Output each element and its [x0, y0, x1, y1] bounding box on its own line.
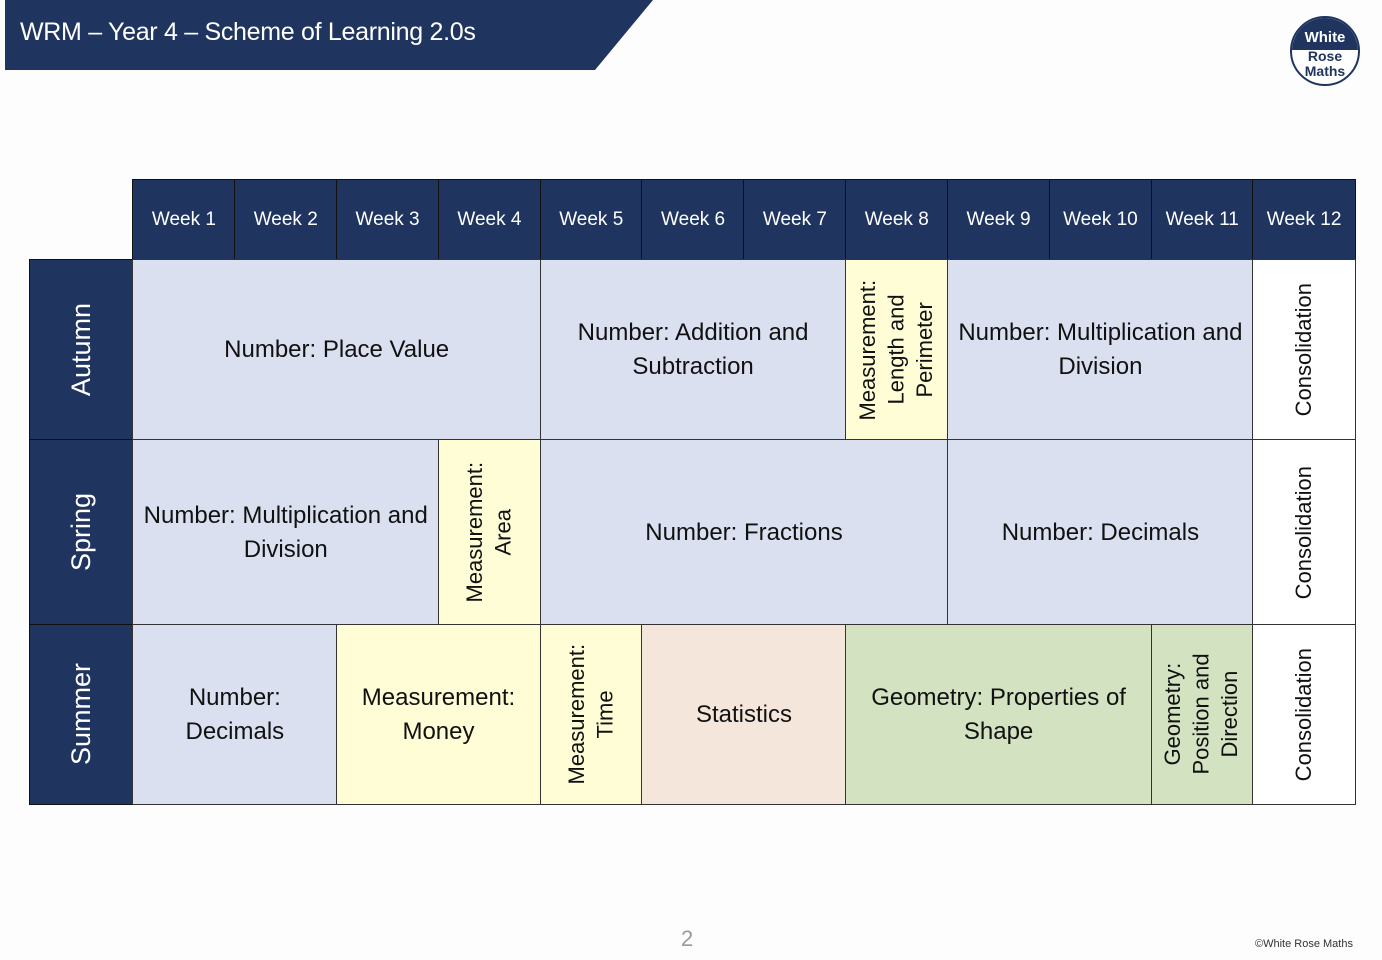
week-header-label: Week 4: [457, 208, 522, 230]
block-number-label: Number: Addition and Subtraction: [577, 319, 809, 380]
block-consolidation: Consolidation: [1252, 624, 1356, 805]
week-header-label: Week 7: [762, 208, 827, 230]
block-measurement: Measurement: Money: [335, 624, 542, 805]
page-title: WRM – Year 4 – Scheme of Learning 2.0s: [20, 18, 476, 46]
block-measurement-label: Measurement: Area: [461, 462, 516, 603]
block-consolidation: Consolidation: [1252, 439, 1356, 626]
block-number-label: Number: Decimals: [185, 683, 285, 745]
week-header-label: Week 8: [864, 208, 929, 230]
week-header-label: Week 3: [355, 208, 420, 230]
block-consolidation-label: Consolidation: [1290, 647, 1316, 782]
week-header: Week 10: [1048, 179, 1153, 261]
block-number: Number: Decimals: [946, 439, 1254, 626]
copyright: ©White Rose Maths: [1255, 938, 1353, 950]
block-number: Number: Decimals: [132, 624, 338, 805]
term-label-autumn: Autumn: [29, 259, 134, 441]
week-header: Week 2: [234, 179, 338, 261]
block-geometry: Geometry: Position and Direction: [1150, 624, 1254, 805]
block-geometry: Geometry: Properties of Shape: [845, 624, 1153, 805]
block-geometry-label: Geometry: Properties of Shape: [871, 683, 1126, 745]
week-header-label: Week 1: [151, 208, 216, 230]
week-header: Week 7: [743, 179, 847, 261]
block-number: Number: Multiplication and Division: [946, 259, 1254, 441]
block-consolidation-label: Consolidation: [1290, 465, 1316, 600]
block-measurement-label: Measurement: Length and Perimeter: [854, 279, 938, 421]
week-header: Week 4: [437, 179, 542, 261]
block-number: Number: Multiplication and Division: [132, 439, 440, 626]
corner-blank: [29, 179, 134, 261]
week-header-label: Week 9: [966, 208, 1031, 230]
week-header: Week 12: [1252, 179, 1356, 261]
week-header-label: Week 10: [1063, 208, 1138, 230]
week-header-label: Week 11: [1165, 208, 1239, 230]
term-label-summer: Summer: [29, 624, 134, 805]
block-measurement: Measurement: Length and Perimeter: [845, 259, 949, 441]
block-number: Number: Place Value: [132, 259, 542, 441]
block-measurement: Measurement: Time: [539, 624, 643, 805]
block-statistics: Statistics: [641, 624, 847, 805]
block-statistics-label: Statistics: [695, 700, 792, 728]
term-label-autumn-label: Autumn: [65, 303, 96, 397]
block-measurement-label: Measurement: Money: [361, 683, 516, 745]
page-number: 2: [681, 926, 694, 951]
block-number-label: Number: Fractions: [645, 518, 843, 546]
block-number-label: Number: Multiplication and Division: [143, 501, 428, 563]
week-header: Week 9: [946, 179, 1051, 261]
block-number-label: Number: Place Value: [224, 336, 450, 364]
week-header-label: Week 12: [1266, 208, 1342, 230]
block-geometry-label: Geometry: Position and Direction: [1160, 653, 1243, 776]
term-label-spring: Spring: [29, 439, 134, 626]
term-label-summer-label: Summer: [65, 663, 96, 766]
block-number-label: Number: Multiplication and Division: [958, 319, 1243, 380]
week-header: Week 5: [539, 179, 643, 261]
week-header-label: Week 2: [253, 208, 318, 230]
week-header: Week 8: [845, 179, 949, 261]
week-header-label: Week 6: [661, 208, 726, 230]
block-measurement-label: Measurement: Time: [563, 644, 618, 785]
week-header: Week 1: [132, 179, 236, 261]
term-label-spring-label: Spring: [65, 493, 96, 572]
block-measurement: Measurement: Area: [437, 439, 542, 626]
week-header: Week 11: [1150, 179, 1254, 261]
block-number-label: Number: Decimals: [1001, 518, 1200, 546]
title-banner: [5, 0, 653, 70]
block-consolidation-label: Consolidation: [1290, 283, 1316, 417]
block-number: Number: Fractions: [539, 439, 949, 626]
scheme-of-learning-table: Week 1 Week 2 Week 3 Week 4 Week 5 Week 6 Week…: [29, 179, 1356, 805]
block-consolidation: Consolidation: [1252, 259, 1356, 441]
week-header-label: Week 5: [559, 208, 624, 230]
week-header: Week 3: [335, 179, 440, 261]
week-header: Week 6: [641, 179, 745, 261]
block-number: Number: Addition and Subtraction: [539, 259, 847, 441]
